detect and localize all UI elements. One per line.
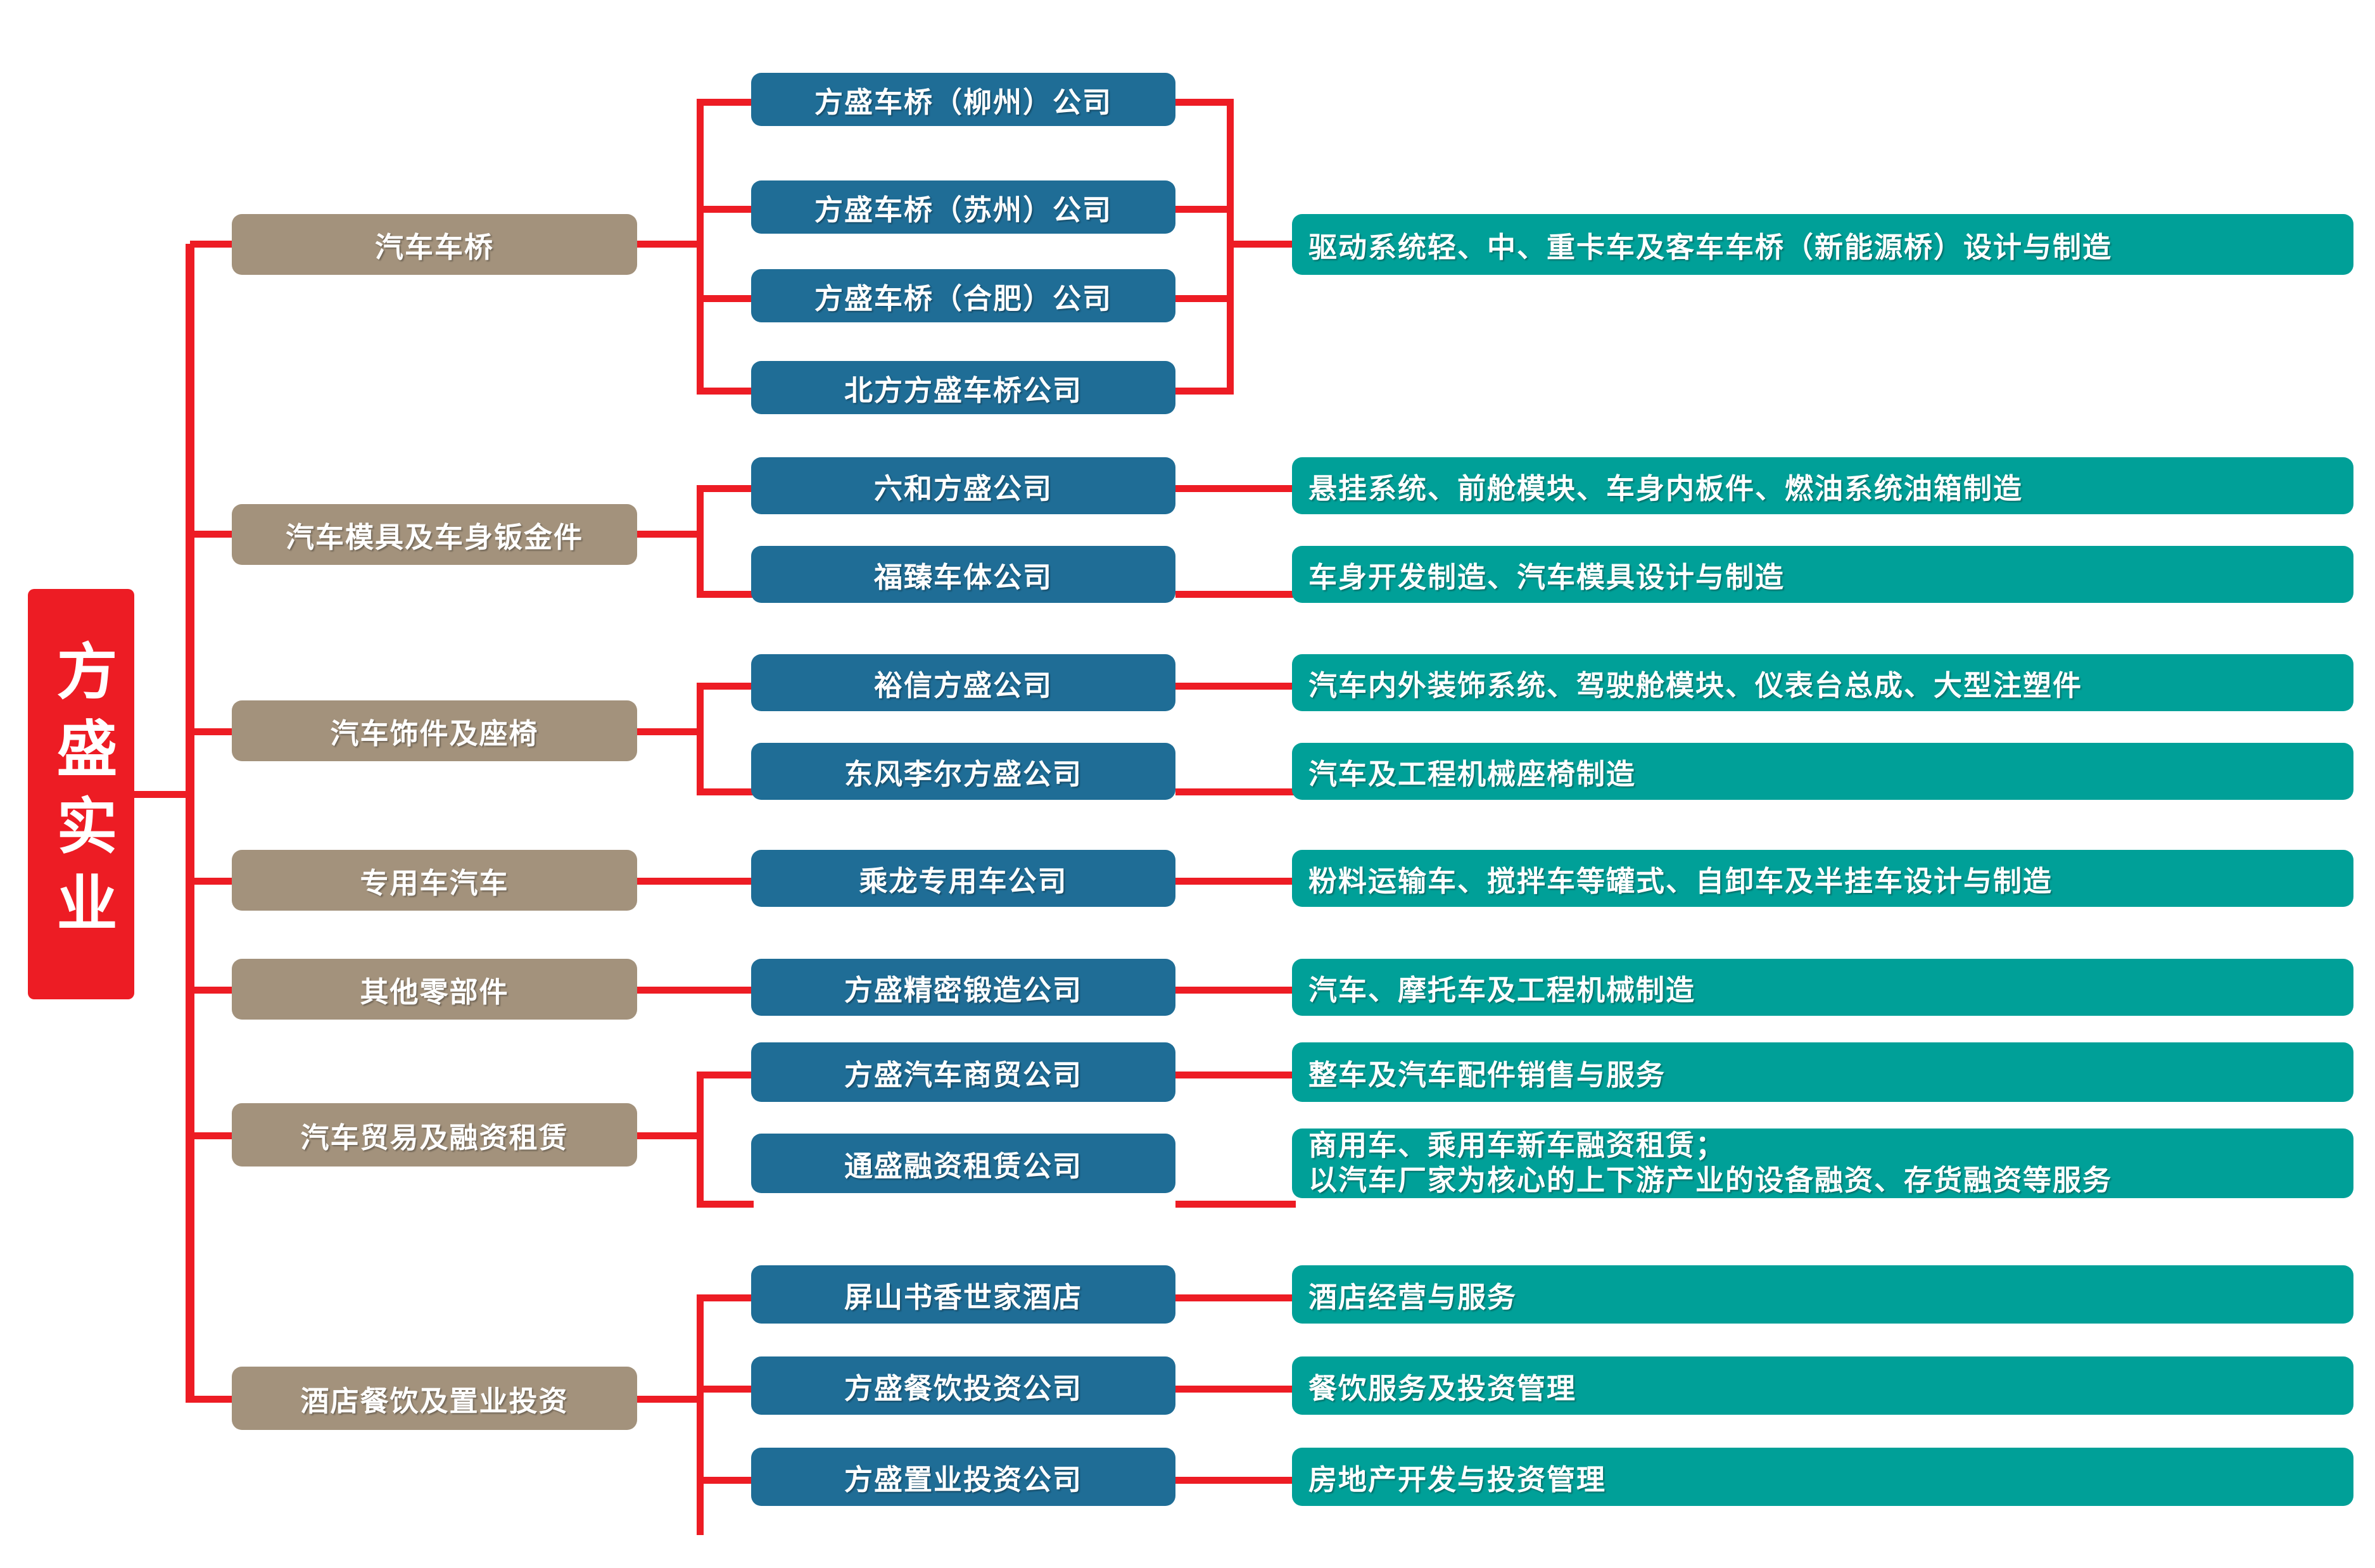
connector-spine-to-cat-5	[190, 987, 234, 994]
connector-cat2-child-1	[697, 485, 754, 492]
description-box-2-2[interactable]: 车身开发制造、汽车模具设计与制造	[1292, 546, 2353, 603]
connector-sub1-4-out	[1175, 388, 1232, 395]
connector-sub4-1-out	[1175, 878, 1296, 885]
description-box-7-3[interactable]: 房地产开发与投资管理	[1292, 1448, 2353, 1506]
connector-spine-to-cat-3	[190, 728, 234, 735]
connector-root-stub	[134, 791, 193, 798]
connector-spine-to-cat-2	[190, 531, 234, 538]
category-box-1[interactable]: 汽车车桥	[232, 214, 637, 275]
connector-cat1-child-4	[697, 388, 754, 395]
connector-cat6-child-1	[697, 1072, 754, 1078]
subsidiary-box-1-2[interactable]: 方盛车桥（苏州）公司	[751, 180, 1175, 234]
category-box-3[interactable]: 汽车饰件及座椅	[232, 700, 637, 761]
connector-cat7-child-3	[697, 1477, 754, 1484]
description-box-5-1[interactable]: 汽车、摩托车及工程机械制造	[1292, 959, 2353, 1016]
connector-cat6-bracket	[697, 1072, 704, 1208]
connector-cat3-child-2	[697, 788, 754, 795]
connector-sub1-3-out	[1175, 295, 1232, 302]
connector-spine-to-cat-7	[190, 1396, 234, 1403]
subsidiary-box-1-3[interactable]: 方盛车桥（合肥）公司	[751, 269, 1175, 322]
connector-sub7-3-out	[1175, 1477, 1296, 1484]
connector-sub2-2-out	[1175, 591, 1296, 598]
connector-cat1-out	[637, 241, 700, 248]
connector-cat7-bracket	[697, 1294, 704, 1535]
subsidiary-box-3-2[interactable]: 东风李尔方盛公司	[751, 743, 1175, 800]
subsidiary-box-5-1[interactable]: 方盛精密锻造公司	[751, 959, 1175, 1016]
description-box-7-2[interactable]: 餐饮服务及投资管理	[1292, 1356, 2353, 1415]
connector-sub5-1-out	[1175, 987, 1296, 994]
connector-cat2-bracket	[697, 485, 704, 598]
connector-sub6-2-out	[1175, 1201, 1296, 1208]
connector-cat4-to-sub	[637, 878, 757, 885]
description-line-1: 商用车、乘用车新车融资租赁；	[1308, 1129, 1726, 1162]
category-box-6[interactable]: 汽车贸易及融资租赁	[232, 1103, 637, 1167]
connector-sub6-1-out	[1175, 1072, 1296, 1078]
category-box-4[interactable]: 专用车汽车	[232, 850, 637, 911]
description-box-3-1[interactable]: 汽车内外装饰系统、驾驶舱模块、仪表台总成、大型注塑件	[1292, 654, 2353, 711]
subsidiary-box-6-2[interactable]: 通盛融资租赁公司	[751, 1134, 1175, 1193]
connector-sub1-1-out	[1175, 99, 1232, 106]
connector-cat6-child-2	[697, 1201, 754, 1208]
description-box-1-1[interactable]: 驱动系统轻、中、重卡车及客车车桥（新能源桥）设计与制造	[1292, 214, 2353, 275]
connector-sub7-2-out	[1175, 1386, 1296, 1393]
subsidiary-box-2-1[interactable]: 六和方盛公司	[751, 457, 1175, 514]
connector-cat3-bracket	[697, 683, 704, 795]
subsidiary-box-1-1[interactable]: 方盛车桥（柳州）公司	[751, 73, 1175, 126]
connector-group1-to-desc	[1227, 241, 1296, 248]
connector-spine-to-cat-4	[190, 878, 234, 885]
connector-cat7-out	[637, 1396, 700, 1403]
connector-sub2-1-out	[1175, 485, 1296, 492]
category-box-7[interactable]: 酒店餐饮及置业投资	[232, 1367, 637, 1430]
connector-main-spine	[186, 244, 194, 1403]
description-line-2: 以汽车厂家为核心的上下游产业的设备融资、存货融资等服务	[1308, 1164, 2113, 1196]
subsidiary-box-7-1[interactable]: 屏山书香世家酒店	[751, 1265, 1175, 1324]
connector-cat2-child-2	[697, 591, 754, 598]
connector-cat1-bracket	[697, 99, 704, 391]
connector-cat5-to-sub	[637, 987, 757, 994]
connector-spine-to-cat-1	[190, 241, 234, 248]
subsidiary-box-1-4[interactable]: 北方方盛车桥公司	[751, 361, 1175, 414]
description-box-4-1[interactable]: 粉料运输车、搅拌车等罐式、自卸车及半挂车设计与制造	[1292, 850, 2353, 907]
subsidiary-box-3-1[interactable]: 裕信方盛公司	[751, 654, 1175, 711]
connector-cat1-child-1	[697, 99, 754, 106]
subsidiary-box-7-2[interactable]: 方盛餐饮投资公司	[751, 1356, 1175, 1415]
description-box-7-1[interactable]: 酒店经营与服务	[1292, 1265, 2353, 1324]
subsidiary-box-6-1[interactable]: 方盛汽车商贸公司	[751, 1042, 1175, 1102]
connector-cat7-child-1	[697, 1294, 754, 1301]
connector-sub3-2-out	[1175, 788, 1296, 795]
connector-cat1-child-3	[697, 295, 754, 302]
description-box-2-1[interactable]: 悬挂系统、前舱模块、车身内板件、燃油系统油箱制造	[1292, 457, 2353, 514]
description-box-6-2[interactable]: 商用车、乘用车新车融资租赁； 以汽车厂家为核心的上下游产业的设备融资、存货融资等…	[1292, 1129, 2353, 1198]
category-box-5[interactable]: 其他零部件	[232, 959, 637, 1020]
connector-sub7-1-out	[1175, 1294, 1296, 1301]
root-node-fangsheng-industry[interactable]: 方盛实业	[28, 589, 134, 999]
subsidiary-box-4-1[interactable]: 乘龙专用车公司	[751, 850, 1175, 907]
connector-cat7-child-2	[697, 1386, 754, 1393]
connector-sub3-1-out	[1175, 683, 1296, 690]
description-box-3-2[interactable]: 汽车及工程机械座椅制造	[1292, 743, 2353, 800]
connector-spine-to-cat-6	[190, 1132, 234, 1139]
connector-cat3-out	[637, 728, 700, 735]
connector-sub1-2-out	[1175, 206, 1232, 213]
subsidiary-box-7-3[interactable]: 方盛置业投资公司	[751, 1448, 1175, 1506]
subsidiary-box-2-2[interactable]: 福臻车体公司	[751, 546, 1175, 603]
category-box-2[interactable]: 汽车模具及车身钣金件	[232, 504, 637, 565]
connector-cat1-child-2	[697, 206, 754, 213]
connector-cat2-out	[637, 531, 700, 538]
connector-cat6-out	[637, 1132, 700, 1139]
description-box-6-1[interactable]: 整车及汽车配件销售与服务	[1292, 1042, 2353, 1102]
connector-cat3-child-1	[697, 683, 754, 690]
